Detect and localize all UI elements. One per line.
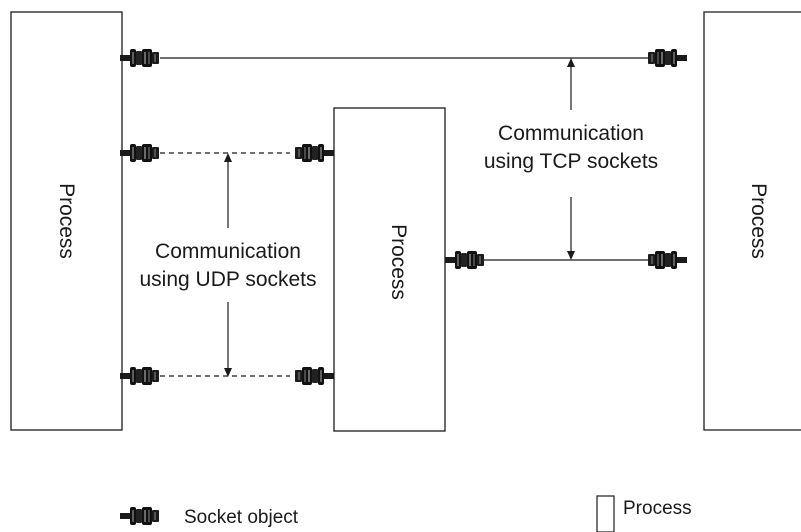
tcp-label-line2: using TCP sockets [484, 150, 658, 173]
process-box-middle: Process [333, 107, 446, 432]
legend: Socket object Process [120, 495, 692, 532]
process-box-left: Process [10, 11, 123, 431]
udp-label-line1: Communication [155, 240, 301, 263]
socket-icon [120, 367, 159, 385]
socket-icon [445, 251, 484, 269]
legend-socket: Socket object [120, 507, 299, 528]
socket-icon [648, 251, 687, 269]
legend-process: Process [596, 495, 692, 532]
arrow-up-icon [567, 58, 575, 67]
tcp-label-line1: Communication [498, 122, 644, 145]
legend-socket-label: Socket object [184, 507, 299, 528]
arrow-up-icon [224, 153, 232, 162]
process-label-left: Process [55, 183, 78, 259]
process-rectangle-icon [596, 495, 615, 532]
socket-icon [120, 144, 159, 162]
arrow-down-icon [224, 368, 232, 377]
process-box-right: Process [703, 11, 801, 431]
socket-icon [295, 144, 334, 162]
arrow-down-icon [567, 251, 575, 260]
process-label-right: Process [747, 183, 770, 259]
socket-icon [120, 49, 159, 67]
tcp-annotation: Communication using TCP sockets [484, 58, 658, 260]
process-label-middle: Process [387, 224, 410, 300]
socket-icon [120, 507, 159, 525]
udp-annotation: Communication using UDP sockets [139, 153, 317, 377]
socket-icon [648, 49, 687, 67]
udp-label-line2: using UDP sockets [139, 268, 316, 291]
legend-process-label: Process [623, 498, 692, 519]
socket-icon [295, 367, 334, 385]
